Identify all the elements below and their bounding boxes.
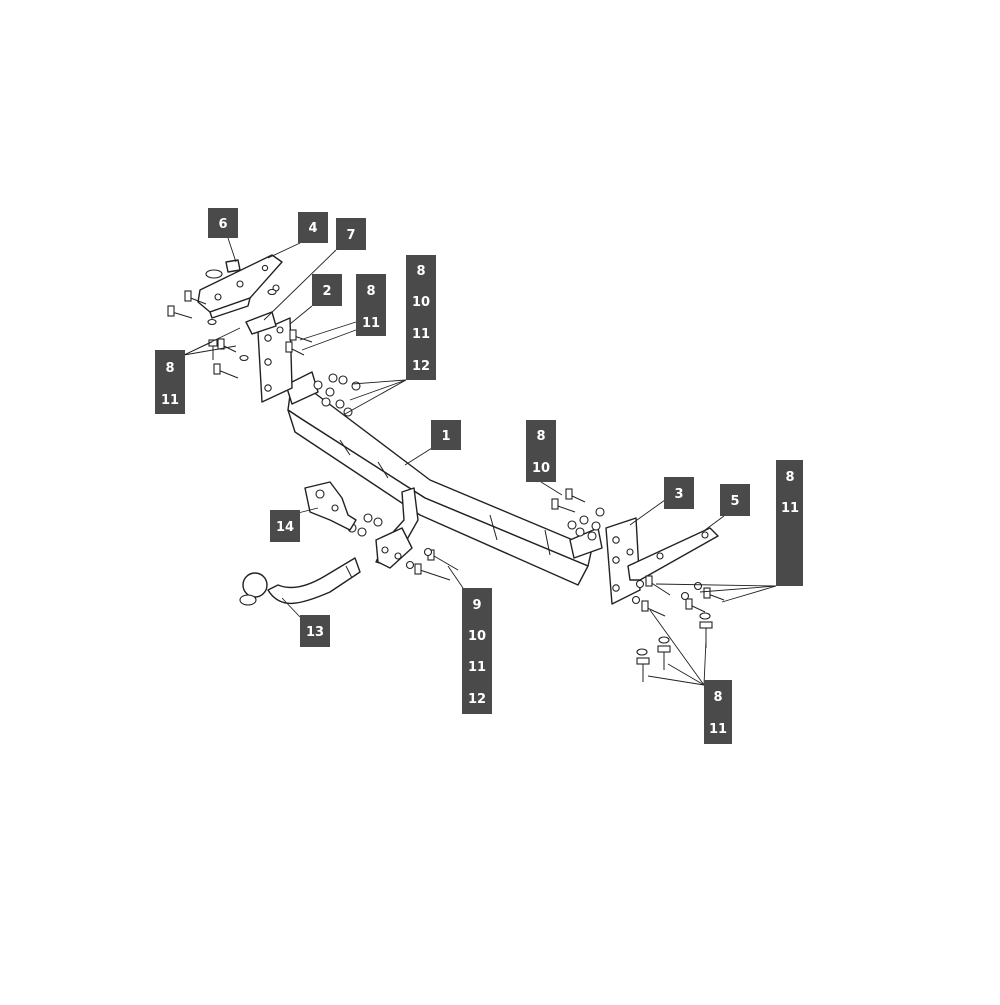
left-side-bracket (257, 317, 293, 403)
callout-1-line: 1 (441, 429, 450, 444)
left-end-plate (285, 371, 319, 405)
callout-6: 6 (208, 208, 238, 238)
callout-9-line-4: 12 (468, 692, 486, 707)
callout-9-line-3: 11 (468, 660, 486, 675)
callout-8-tall-left: 8 10 11 12 (406, 255, 436, 380)
callout-8-left-line-1: 8 (165, 361, 174, 376)
callout-8-tall-left-line-2: 10 (412, 295, 430, 310)
callout-8-mid-line-2: 10 (532, 461, 550, 476)
tow-ball-neck (239, 557, 361, 606)
callout-8-mid: 8 10 (526, 420, 556, 482)
callout-8-lower-right-line-2: 11 (709, 722, 727, 737)
right-side-bracket (605, 517, 641, 605)
callout-4: 4 (298, 212, 328, 243)
right-bracket-arm (627, 527, 719, 581)
callout-5: 5 (720, 484, 750, 516)
callout-8-upper-line-2: 11 (362, 316, 380, 331)
callout-8-tall-right: 8 11 (776, 460, 803, 586)
callout-2-line: 2 (322, 284, 331, 299)
center-bolts (405, 547, 459, 581)
callout-8-left-line-2: 11 (161, 393, 179, 408)
callout-3: 3 (664, 477, 694, 509)
callout-8-tall-right-line-2: 11 (781, 501, 799, 516)
callout-14-line: 14 (276, 520, 294, 535)
cross-beam (287, 387, 593, 586)
callout-8-mid-line-1: 8 (536, 429, 545, 444)
callout-8-lower-right: 8 11 (704, 680, 732, 744)
callout-13-line: 13 (306, 625, 324, 640)
callout-8-upper-line-1: 8 (366, 284, 375, 299)
leader-lines (183, 237, 777, 686)
callout-9-line-2: 10 (468, 629, 486, 644)
callout-9-line-1: 9 (472, 598, 481, 613)
right-end-plate (569, 527, 603, 559)
callout-4-line: 4 (308, 221, 317, 236)
callout-1: 1 (431, 420, 461, 450)
callout-8-left: 8 11 (155, 350, 185, 414)
callout-8-tall-left-line-3: 11 (412, 327, 430, 342)
callout-5-line: 5 (730, 494, 739, 509)
callout-3-line: 3 (674, 487, 683, 502)
top-left-bracket (197, 254, 283, 319)
callout-8-upper: 8 11 (356, 274, 386, 336)
callout-8-tall-left-line-1: 8 (416, 264, 425, 279)
callout-9: 9 10 11 12 (462, 588, 492, 714)
callout-13: 13 (300, 615, 330, 647)
callout-2: 2 (312, 274, 342, 306)
right-nuts (567, 507, 605, 541)
callout-7-line: 7 (346, 228, 355, 243)
callout-14: 14 (270, 510, 300, 542)
callout-8-tall-left-line-4: 12 (412, 359, 430, 374)
callout-7: 7 (336, 218, 366, 250)
right-bolts (551, 488, 725, 682)
towball-mount (375, 487, 419, 569)
socket-bracket (304, 481, 357, 531)
callout-8-tall-right-line-1: 8 (785, 470, 794, 485)
callout-6-line: 6 (218, 217, 227, 232)
plate-7 (245, 311, 277, 335)
callout-8-lower-right-line-1: 8 (713, 690, 722, 705)
